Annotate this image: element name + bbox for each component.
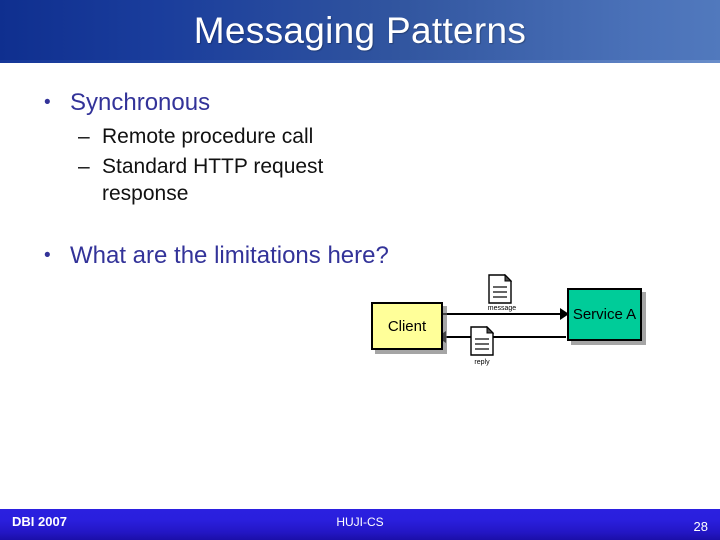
- bullet-marker-icon: •: [44, 245, 51, 266]
- edge-label-message: message: [487, 305, 517, 312]
- dash-marker-icon: –: [78, 125, 90, 148]
- slide-body: • Synchronous – Remote procedure call – …: [30, 88, 410, 276]
- subbullet-standard-http-request-response: – Standard HTTP request response: [30, 153, 410, 207]
- edge-label-reply: reply: [474, 359, 490, 366]
- bullet-group-limitations: • What are the limitations here?: [30, 241, 410, 270]
- footer-page-number: 28: [693, 519, 708, 534]
- bullet-limitations-label: What are the limitations here?: [70, 242, 389, 269]
- messaging-diagram: Client Service A message repl: [368, 268, 658, 378]
- reply-arrow-line: [446, 336, 566, 338]
- page-title: Messaging Patterns: [193, 10, 527, 51]
- document-icon: [470, 325, 495, 356]
- bullet-synchronous: • Synchronous: [30, 88, 410, 117]
- subbullet-remote-procedure-call: – Remote procedure call: [30, 123, 410, 150]
- request-arrow-line: [443, 313, 563, 315]
- title-bar-underline: [0, 60, 720, 63]
- subbullet-standard-http-request-response-label: Standard HTTP request response: [102, 155, 324, 205]
- bullet-synchronous-label: Synchronous: [70, 89, 211, 116]
- footer-center-text: HUJI-CS: [336, 515, 384, 529]
- document-icon: [488, 273, 513, 304]
- subbullet-remote-procedure-call-label: Remote procedure call: [102, 125, 314, 148]
- bullet-group-synchronous: • Synchronous – Remote procedure call – …: [30, 88, 410, 207]
- bullet-marker-icon: •: [44, 92, 51, 113]
- bullet-limitations: • What are the limitations here?: [30, 241, 410, 270]
- slide-title-bar: [0, 0, 720, 63]
- diagram-node-client: Client: [371, 302, 443, 350]
- dash-marker-icon: –: [78, 155, 90, 178]
- slide-footer-bar: [0, 509, 720, 540]
- diagram-node-client-label: Client: [387, 317, 427, 335]
- request-arrow-head-icon: [560, 308, 569, 320]
- diagram-node-service-a-label: Service A: [572, 306, 637, 323]
- diagram-node-service-a: Service A: [567, 288, 642, 341]
- footer-left-text: DBI 2007: [12, 514, 67, 529]
